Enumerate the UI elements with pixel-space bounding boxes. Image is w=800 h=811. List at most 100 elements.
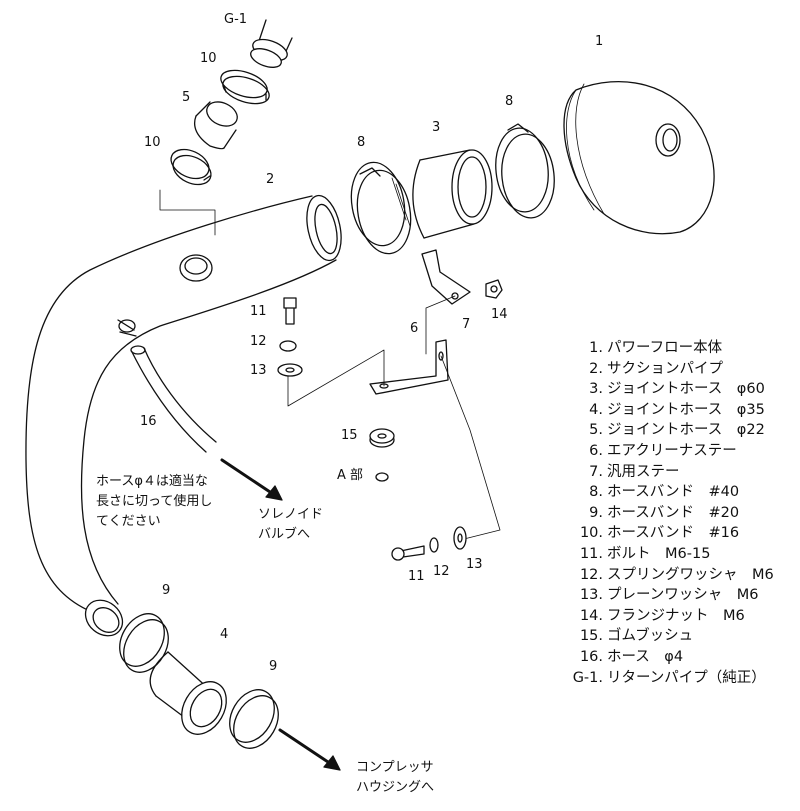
legend-item-number: 6. — [589, 442, 603, 459]
hose-4mm — [130, 345, 217, 453]
callout-15: 15 — [341, 428, 358, 443]
to-solenoid-valve-label: ソレノイド バルブへ — [258, 507, 324, 542]
legend-item-number: 14. — [579, 607, 603, 624]
callout-1: 1 — [595, 34, 604, 49]
legend-item-text: プレーンワッシャ M6 — [607, 587, 759, 604]
legend-item-number: 13. — [579, 587, 603, 604]
plain-washer-upper — [277, 363, 303, 377]
legend-item: 5.ジョイントホース φ22 — [567, 420, 774, 441]
callout-11-lower: 11 — [408, 569, 425, 584]
hose-band-40-left — [350, 161, 412, 255]
legend-item: 7.汎用ステー — [567, 462, 774, 483]
return-pipe-g1 — [250, 19, 293, 68]
callout-10-upper: 10 — [200, 51, 217, 66]
legend-item-text: 汎用ステー — [607, 463, 680, 480]
legend-item: 3.ジョイントホース φ60 — [567, 379, 774, 400]
universal-stay — [421, 249, 471, 305]
callout-g1: G-1 — [224, 12, 248, 27]
legend-item: 6.エアクリーナステー — [567, 441, 774, 462]
arrow-to-compressor — [278, 728, 341, 771]
callout-2: 2 — [266, 172, 275, 187]
legend-item: 8.ホースバンド #40 — [567, 482, 774, 503]
power-flow-body — [563, 80, 715, 235]
hose-band-40-right — [495, 123, 555, 219]
callout-8-right: 8 — [505, 94, 514, 109]
joint-hose-60 — [412, 149, 493, 239]
rubber-bush — [369, 428, 395, 448]
legend-item: 16.ホース φ4 — [567, 647, 774, 668]
legend-item-number: 4. — [589, 401, 603, 418]
suction-pipe — [25, 194, 342, 637]
callout-9-upper: 9 — [162, 583, 171, 598]
legend-item-number: 8. — [589, 484, 603, 501]
air-cleaner-stay — [369, 339, 449, 395]
legend-item-text: フランジナット M6 — [607, 607, 745, 624]
callout-10-lower: 10 — [144, 135, 161, 150]
legend-item-text: サクションパイプ — [607, 360, 723, 377]
legend-item-text: ジョイントホース φ22 — [607, 422, 765, 439]
legend-item-text: ボルト M6-15 — [607, 545, 711, 562]
legend-item-text: ジョイントホース φ35 — [607, 401, 765, 418]
leader-line — [159, 189, 216, 236]
legend-item-number: 11. — [579, 545, 603, 562]
legend-item: 11.ボルト M6-15 — [567, 544, 774, 565]
callout-8-left: 8 — [357, 135, 366, 150]
hose-band-20-lower — [229, 689, 279, 749]
hose-band-20-upper — [119, 613, 169, 673]
callout-13-upper: 13 — [250, 363, 267, 378]
legend-item: 13.プレーンワッシャ M6 — [567, 585, 774, 606]
callout-16: 16 — [140, 414, 157, 429]
legend-item: 15.ゴムブッシュ — [567, 626, 774, 647]
legend-item-text: ホースバンド #20 — [607, 504, 740, 521]
legend-item-number: 5. — [589, 422, 603, 439]
legend-item: 2.サクションパイプ — [567, 359, 774, 380]
legend-item-text: ゴムブッシュ — [607, 628, 694, 645]
callout-14: 14 — [491, 307, 508, 322]
spring-washer-upper — [279, 340, 297, 352]
legend-item-number: 9. — [589, 504, 603, 521]
legend-item-number: 1. — [589, 340, 603, 356]
arrow-to-solenoid — [220, 458, 283, 501]
callout-11-upper: 11 — [250, 304, 267, 319]
hose-cut-note: ホースφ４は適当な 長さに切って使用し てください — [96, 474, 213, 529]
legend-item-text: リターンパイプ（純正） — [607, 669, 766, 686]
callout-4: 4 — [220, 627, 229, 642]
legend-item: 10.ホースバンド #16 — [567, 523, 774, 544]
callout-9-lower: 9 — [269, 659, 278, 674]
legend-item: 12.スプリングワッシャ M6 — [567, 565, 774, 586]
joint-hose-35 — [149, 651, 227, 735]
detail-a-circle — [375, 472, 389, 482]
legend-item-text: パワーフロー本体 — [607, 340, 723, 356]
legend-item: 1.パワーフロー本体 — [567, 338, 774, 359]
bolt-lower — [391, 545, 425, 561]
flange-nut — [485, 279, 503, 299]
callout-6: 6 — [410, 321, 419, 336]
legend-item-text: ホース φ4 — [607, 648, 684, 665]
callout-12-upper: 12 — [250, 334, 267, 349]
hose-band-16-upper — [220, 69, 270, 105]
legend-item-text: ジョイントホース φ60 — [607, 381, 765, 398]
plain-washer-lower — [453, 526, 467, 550]
callout-5: 5 — [182, 90, 191, 105]
legend-item-text: ホースバンド #40 — [607, 484, 740, 501]
legend-item-number: 15. — [579, 628, 603, 645]
bolt-upper — [283, 297, 297, 325]
to-compressor-housing-label: コンプレッサ ハウジングへ — [356, 760, 435, 795]
legend-item: G-1.リターンパイプ（純正） — [567, 668, 774, 689]
joint-hose-22 — [193, 101, 238, 150]
legend-item-number: 10. — [579, 525, 603, 542]
hose-band-16-lower — [170, 148, 212, 186]
callout-13-lower: 13 — [466, 557, 483, 572]
legend-item: 9.ホースバンド #20 — [567, 503, 774, 524]
legend-item-text: スプリングワッシャ M6 — [607, 566, 774, 583]
legend-item-number: 2. — [589, 360, 603, 377]
callout-7: 7 — [462, 317, 471, 332]
legend-item-number: 3. — [589, 381, 603, 398]
legend-item: 4.ジョイントホース φ35 — [567, 400, 774, 421]
legend-item-text: ホースバンド #16 — [607, 525, 740, 542]
legend-item-number: 12. — [579, 566, 603, 583]
callout-detail-a: A 部 — [337, 468, 364, 483]
legend-item-number: 16. — [579, 648, 603, 665]
